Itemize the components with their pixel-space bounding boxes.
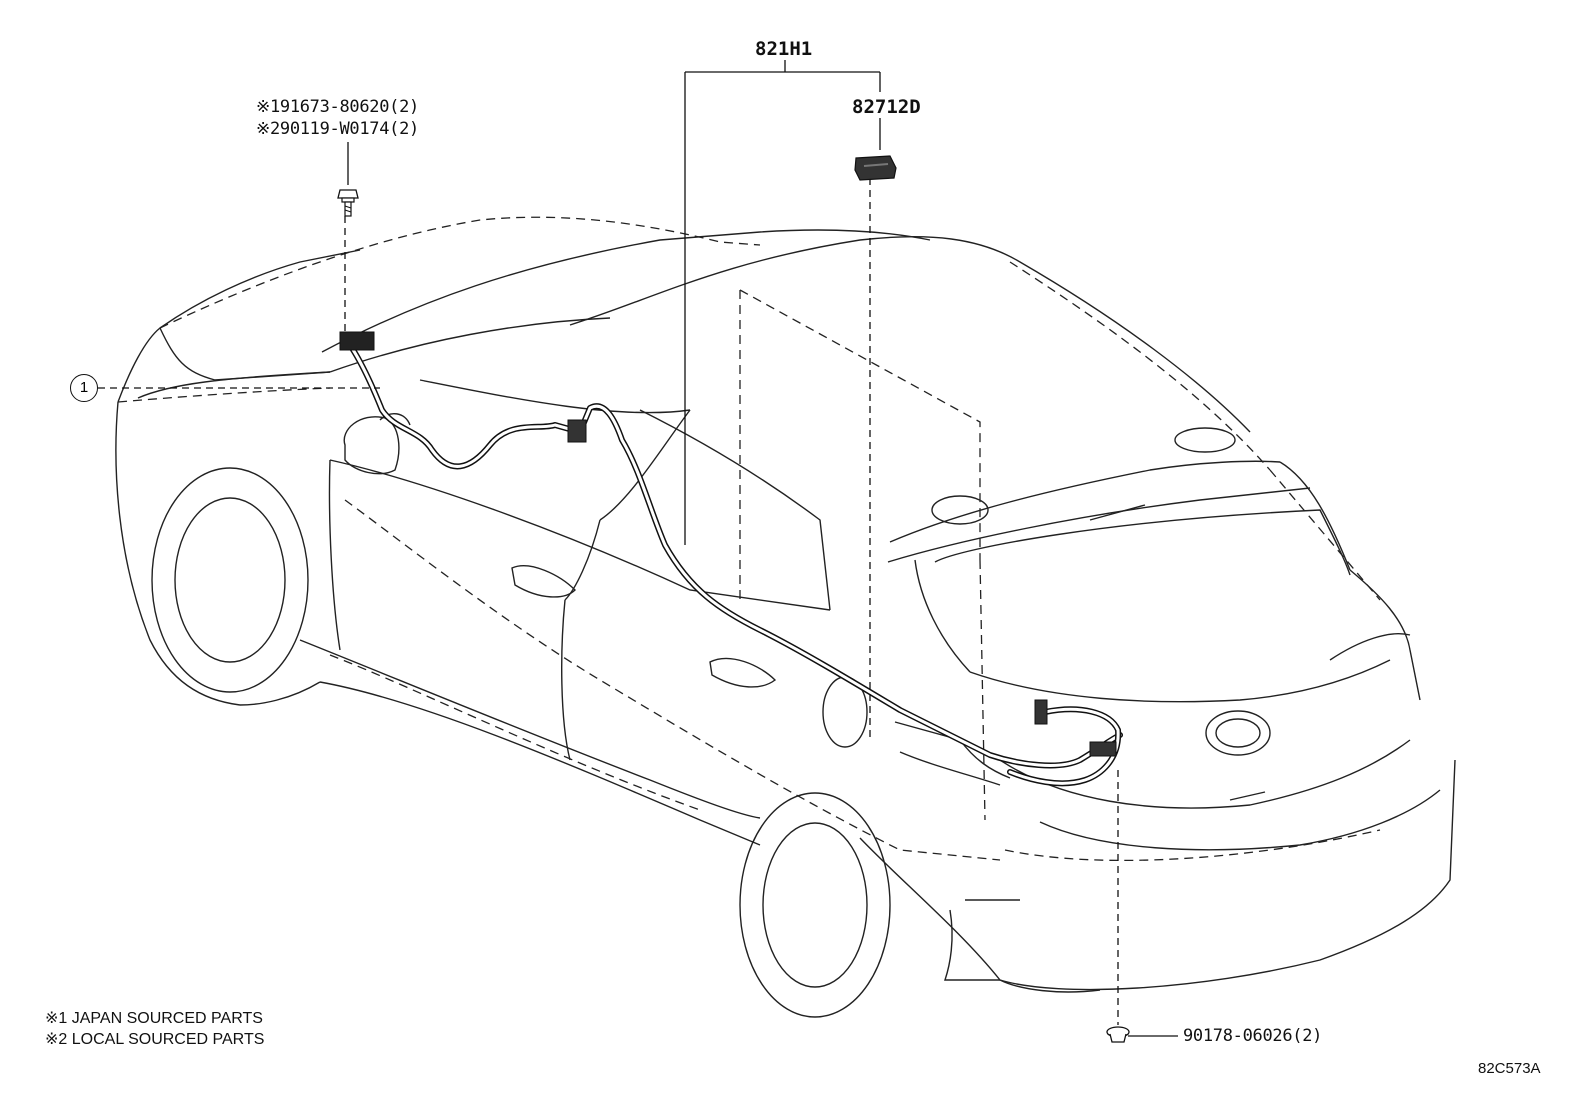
leader-lines (98, 60, 1178, 1037)
clamp-label: 82712D (852, 96, 921, 118)
car-body-outline (115, 229, 1456, 1018)
callout-1: 1 (70, 374, 98, 402)
reference-code: 82C573A (1478, 1060, 1541, 1077)
note-local-sourced: ※2 LOCAL SOURCED PARTS (45, 1031, 265, 1048)
wire-harness (339, 331, 1123, 787)
clamp-part-icon (854, 155, 897, 181)
hidden-body-lines (117, 216, 1381, 862)
bolt-part-label: 90178-06026(2) (1183, 1026, 1323, 1046)
assembly-label: 821H1 (755, 38, 813, 60)
screw-part-label-1: ※191673-80620(2) (256, 97, 419, 117)
note-japan-sourced: ※1 JAPAN SOURCED PARTS (45, 1010, 263, 1027)
screw-part-icon (337, 189, 359, 217)
bolt-part-icon (1106, 1026, 1130, 1043)
screw-part-label-2: ※290119-W0174(2) (256, 119, 419, 139)
